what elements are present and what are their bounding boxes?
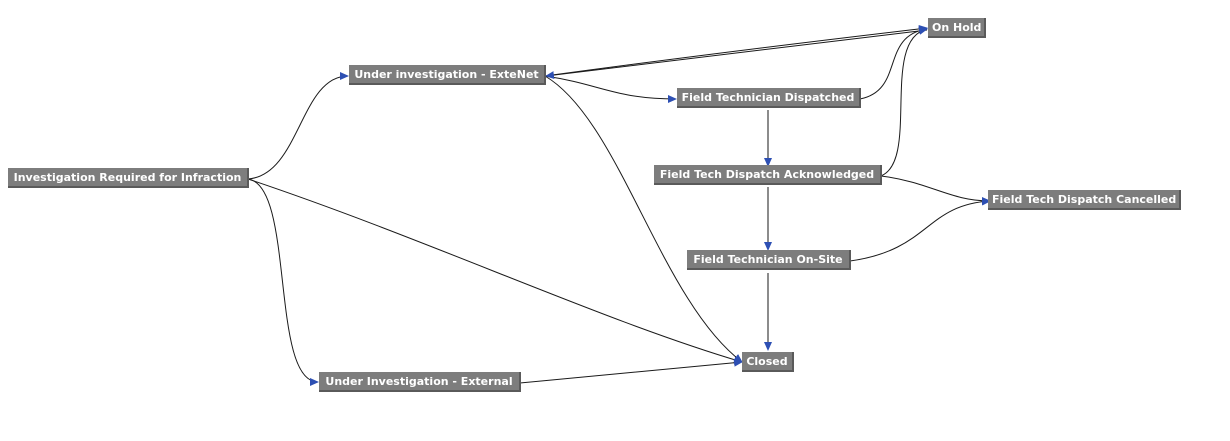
edge-external-to-closed <box>519 358 743 384</box>
state-field-tech-dispatch-cancelled[interactable]: Field Tech Dispatch Cancelled <box>988 190 1181 210</box>
edge-investigation-required-to-closed <box>247 178 743 364</box>
state-field-technician-on-site[interactable]: Field Technician On-Site <box>687 250 851 270</box>
edge-extenet-to-dispatched <box>544 75 677 103</box>
state-on-hold[interactable]: On Hold <box>928 18 986 38</box>
edge-on-hold-to-extenet <box>545 29 928 80</box>
edge-investigation-required-to-extenet <box>247 72 349 180</box>
edge-acknowledged-to-cancelled <box>880 175 991 205</box>
state-under-investigation-external[interactable]: Under Investigation - External <box>319 372 521 392</box>
state-investigation-required[interactable]: Investigation Required for Infraction <box>8 168 249 188</box>
edge-acknowledged-to-on-hold <box>880 26 928 177</box>
edge-investigation-required-to-external <box>247 178 319 386</box>
edge-on-site-to-cancelled <box>849 197 991 262</box>
edge-dispatched-to-on-hold <box>859 26 928 100</box>
state-under-investigation-extenet[interactable]: Under investigation - ExteNet <box>349 65 546 85</box>
state-field-tech-dispatch-acknowledged[interactable]: Field Tech Dispatch Acknowledged <box>654 165 882 185</box>
edge-extenet-to-on-hold <box>544 24 928 77</box>
state-closed[interactable]: Closed <box>742 352 794 372</box>
state-field-technician-dispatched[interactable]: Field Technician Dispatched <box>677 88 861 108</box>
edge-extenet-to-closed <box>544 75 743 363</box>
